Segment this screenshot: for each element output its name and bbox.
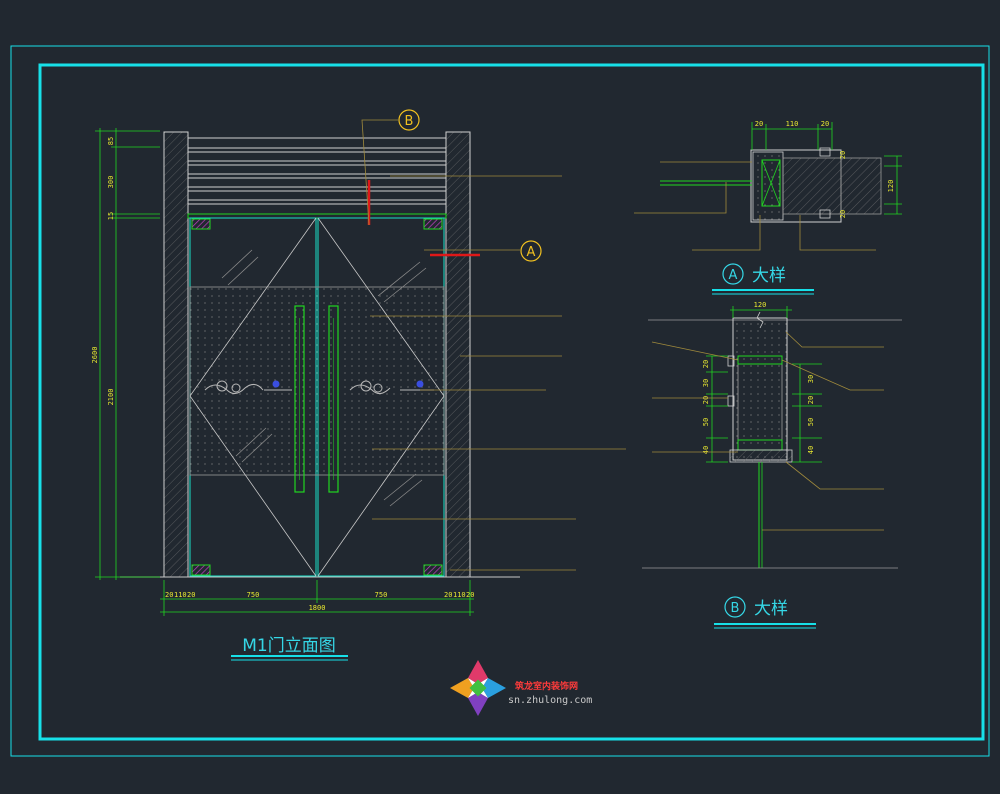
transom-slats: [188, 147, 446, 205]
pivot-bottom-right: [423, 564, 443, 576]
dim-left-4: 2100: [107, 389, 115, 406]
header-beam: [187, 213, 447, 219]
detail-a-drawing: [660, 147, 882, 223]
ornament-left: [204, 380, 264, 394]
detail-a-leaders: [634, 161, 876, 251]
callout-a: A: [520, 240, 542, 262]
watermark-url: sn.zhulong.com: [508, 695, 592, 706]
svg-text:B: B: [405, 114, 414, 129]
detail-b-dim-r1: 30: [807, 375, 815, 383]
dim-top-2: 110: [174, 591, 187, 599]
detail-b-leaders: [651, 331, 884, 531]
swing-lines: [189, 217, 445, 577]
ornament-right: [349, 380, 391, 394]
watermark-site-name: 筑龙室内装饰网: [515, 680, 578, 692]
detail-b-title: B 大样: [714, 596, 816, 629]
detail-b-dim-width: 120: [754, 301, 767, 309]
pivot-top-right: [423, 218, 443, 230]
detail-a-dims: [751, 122, 902, 215]
inner-frame: [38, 63, 985, 741]
pivot-bottom-left: [191, 564, 211, 576]
dim-top-4: 750: [247, 591, 260, 599]
svg-text:B: B: [731, 601, 740, 616]
floor-lock-left: [272, 380, 280, 388]
svg-text:大样: 大样: [752, 266, 786, 286]
dim-top-6: 20: [444, 591, 452, 599]
right-post: [445, 131, 471, 578]
detail-b-dim-r4: 40: [807, 446, 815, 454]
dim-top-8: 20: [466, 591, 474, 599]
dim-left-1: 85: [107, 137, 115, 145]
detail-b-dim-r2: 20: [807, 396, 815, 404]
elevation-vertical-dims: [95, 128, 160, 580]
left-post: [163, 131, 189, 578]
detail-a-dim-r1: 20: [839, 151, 847, 159]
svg-text:大样: 大样: [754, 599, 788, 619]
dim-left-3: 15: [107, 212, 115, 220]
elevation-title: M1门立面图: [242, 636, 335, 656]
pull-handle-left: [294, 305, 305, 493]
detail-b-drawing: [642, 311, 902, 569]
frosted-band: [189, 286, 445, 476]
detail-b-dim-l4: 50: [702, 418, 710, 426]
detail-a-dim-r3: 20: [839, 210, 847, 218]
elevation-leaders: [361, 119, 626, 571]
dim-top-3: 20: [187, 591, 195, 599]
detail-b-dim-l2: 30: [702, 379, 710, 387]
callout-b: B: [398, 109, 420, 131]
outer-frame: [10, 45, 990, 757]
detail-a-title: A 大样: [712, 263, 814, 295]
svg-text:A: A: [527, 245, 536, 260]
detail-a-dim-1: 20: [755, 120, 763, 128]
detail-b-dim-l1: 20: [702, 360, 710, 368]
door-elevation: [120, 131, 520, 578]
detail-a-dim-r2: 120: [887, 180, 895, 193]
zhulong-logo: [450, 660, 506, 716]
dim-total: 1800: [309, 604, 326, 612]
floor-lock-right: [416, 380, 424, 388]
dim-height: 2600: [91, 347, 99, 364]
detail-b-dims: [706, 306, 822, 463]
detail-a-dim-3: 20: [821, 120, 829, 128]
svg-text:A: A: [729, 268, 738, 283]
pull-handle-right: [328, 305, 339, 493]
detail-a-dim-2: 110: [786, 120, 799, 128]
detail-b-dim-l5: 40: [702, 446, 710, 454]
dim-top-5: 750: [375, 591, 388, 599]
pivot-top-left: [191, 218, 211, 230]
dim-top-1: 20: [165, 591, 173, 599]
detail-b-dim-r3: 50: [807, 418, 815, 426]
glass-reflections: [221, 249, 427, 507]
elevation-horizontal-dims: [160, 580, 474, 616]
dim-left-2: 300: [107, 176, 115, 189]
detail-b-dim-l3: 20: [702, 396, 710, 404]
dim-top-7: 110: [453, 591, 466, 599]
